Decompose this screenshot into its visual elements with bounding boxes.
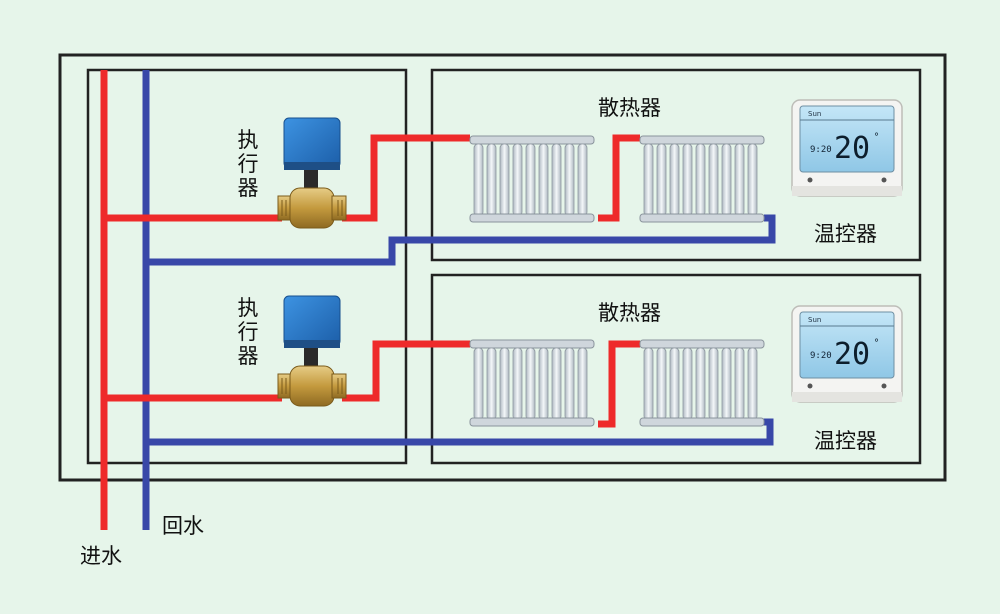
supply-valve-to-radiator-upper bbox=[342, 134, 470, 222]
supply-valve-to-radiator-lower bbox=[342, 340, 470, 402]
inlet-label: 进水 bbox=[80, 544, 122, 568]
actuator-valve-upper bbox=[277, 117, 347, 229]
actuator-label-text: 执行器 bbox=[237, 128, 259, 200]
thermostat-label-lower: 温控器 bbox=[814, 429, 877, 453]
thermostat-unit: ° bbox=[874, 338, 879, 349]
supply-radiator-link-lower bbox=[598, 340, 640, 428]
actuator-valve-lower bbox=[277, 295, 347, 407]
thermostat-time: 9:20 bbox=[810, 145, 832, 155]
supply-radiator-link-upper bbox=[598, 134, 640, 222]
room-upper bbox=[430, 68, 922, 262]
thermostat-temperature: 20 bbox=[834, 131, 870, 166]
radiator-upper-left bbox=[469, 135, 595, 223]
room-lower bbox=[430, 273, 922, 465]
return-label: 回水 bbox=[162, 514, 204, 538]
thermostat-lower: Sun 9:20 20 ° bbox=[791, 305, 903, 403]
actuator-label-text: 执行器 bbox=[237, 296, 259, 368]
thermostat-day: Sun bbox=[808, 110, 821, 118]
thermostat-time: 9:20 bbox=[810, 351, 832, 361]
radiator-lower-right bbox=[639, 339, 765, 427]
thermostat-unit: ° bbox=[874, 132, 879, 143]
thermostat-temperature: 20 bbox=[834, 337, 870, 372]
return-pipes bbox=[142, 70, 776, 530]
return-branch-upper bbox=[146, 214, 776, 266]
thermostat-day: Sun bbox=[808, 316, 821, 324]
supply-pipes bbox=[100, 70, 640, 530]
return-branch-lower bbox=[146, 418, 774, 446]
actuator-label-lower: 执行器 bbox=[236, 296, 260, 368]
thermostat-upper: Sun 9:20 20 ° bbox=[791, 99, 903, 197]
pipe-room bbox=[86, 68, 408, 465]
radiator-label-upper: 散热器 bbox=[598, 96, 661, 120]
thermostat-label-upper: 温控器 bbox=[814, 222, 877, 246]
radiator-upper-right bbox=[639, 135, 765, 223]
radiator-label-lower: 散热器 bbox=[598, 301, 661, 325]
outer-wall bbox=[58, 53, 947, 482]
actuator-label-upper: 执行器 bbox=[236, 128, 260, 200]
radiator-lower-left bbox=[469, 339, 595, 427]
